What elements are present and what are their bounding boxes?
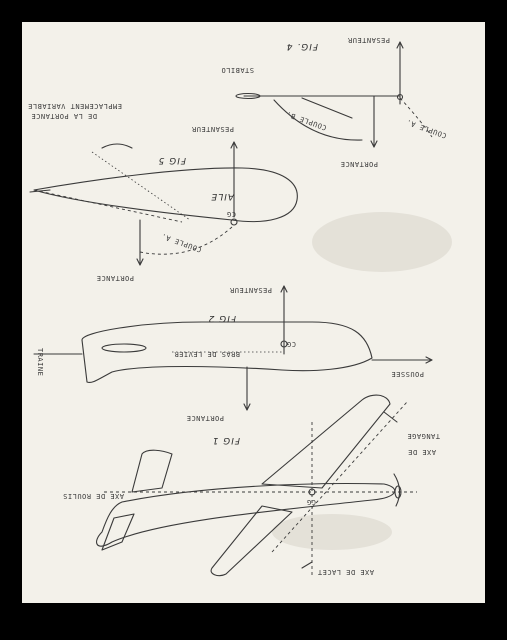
fig1-axe-tangage xyxy=(271,401,408,553)
fig4-pivot xyxy=(396,93,404,101)
fig5-hatch xyxy=(29,189,51,193)
fig5-arrowhead xyxy=(230,141,238,149)
fig1-tail-fin xyxy=(131,449,173,493)
fig4-label: FIG. 4 xyxy=(286,41,318,51)
fig1-axe-lacet-label: AXE DE LACET xyxy=(317,568,374,576)
fig5-variable-arc xyxy=(101,143,133,149)
fig2-arrowhead xyxy=(243,403,251,411)
fig1-cg-label: CG xyxy=(307,498,316,506)
fig5-chord-line xyxy=(33,189,183,223)
fig5-pesanteur-label: PESANTEUR xyxy=(191,125,234,133)
fig1-axe-tangage-label-2: TANGAGE xyxy=(407,432,440,440)
fig2-cg-label: CG xyxy=(287,340,296,348)
fig4-stabilo-label: STABILO xyxy=(221,66,254,74)
fig1-axe-roulis-label: AXE DE ROULIS xyxy=(63,492,124,500)
fig4-arrowhead xyxy=(396,41,404,49)
fig2-canopy xyxy=(101,343,147,353)
fig1-portance-label: PORTANCE xyxy=(186,414,224,422)
fig2-fuselage xyxy=(81,321,373,384)
fig5-cg-mark xyxy=(230,218,238,226)
fig2-label: FIG 2 xyxy=(208,313,236,323)
fig5-cg-label: CG xyxy=(227,210,236,218)
fig4-stabilo-shape xyxy=(235,92,261,100)
fig1-wing-lower xyxy=(210,505,293,577)
fig4-pesanteur-label: PESANTEUR xyxy=(347,36,390,44)
fig1-fuselage xyxy=(96,482,396,547)
fig2-pesanteur-label: PESANTEUR xyxy=(229,286,272,294)
figure-5: EMPLACEMENT VARIABLE DE LA PORTANCE FIG … xyxy=(28,102,298,282)
fig1-cg-mark xyxy=(308,488,316,496)
fig5-arrowhead xyxy=(136,258,144,266)
fig2-arrowhead xyxy=(280,285,288,293)
drawing-sheet: FIG. 4 PESANTEUR STABILO COUPLE A. COUPL… xyxy=(22,22,485,603)
fig4-portance-label: PORTANCE xyxy=(340,160,378,168)
fig4-arrowhead xyxy=(370,140,378,148)
fig5-couple-a-arc xyxy=(139,226,233,255)
fig5-couple-a-label: COUPLE A. xyxy=(160,232,203,254)
fig4-couple-b-arc xyxy=(273,99,363,141)
fig5-emplacement-label-2: DE LA PORTANCE xyxy=(31,112,97,120)
figure-2: PESANTEUR FIG 2 CG BRAS DE LEVIER TRAINE… xyxy=(33,285,433,411)
fig1-stabilizer xyxy=(101,513,135,551)
fig5-aile-label: AILE xyxy=(210,191,235,201)
fig1-propeller xyxy=(393,473,401,507)
paper-smudge xyxy=(272,514,392,550)
aero-forces-diagram: FIG. 4 PESANTEUR STABILO COUPLE A. COUPL… xyxy=(28,36,452,577)
fig5-wing-profile xyxy=(33,167,298,223)
fig2-traine-label: TRAINE xyxy=(36,348,44,376)
fig5-emplacement-label-1: EMPLACEMENT VARIABLE xyxy=(28,102,122,110)
fig4-couple-b-label: COUPLE B. xyxy=(285,110,328,132)
fig1-tangage-leader xyxy=(383,411,398,423)
fig5-portance-label: PORTANCE xyxy=(96,274,134,282)
fig5-label: FIG 5 xyxy=(158,155,186,165)
figure-4: FIG. 4 PESANTEUR STABILO COUPLE A. COUPL… xyxy=(221,36,448,168)
fig1-label: FIG 1 xyxy=(212,435,240,445)
fig1-axe-tangage-label-1: AXE DE xyxy=(408,448,436,456)
paper-smudge xyxy=(312,212,452,272)
fig4-couple-b-line xyxy=(301,97,353,119)
fig1-lacet-leader xyxy=(301,561,313,569)
figure-1: PORTANCE FIG 1 AXE DE TANGAGE AXE DE ROU… xyxy=(63,394,440,577)
fig2-arrowhead xyxy=(425,356,433,364)
fig2-cg-mark xyxy=(280,340,288,348)
fig2-bras-levier-label: BRAS DE LEVIER xyxy=(174,350,240,358)
fig2-poussee-label: POUSSEE xyxy=(391,370,424,378)
fig4-couple-a-label: COUPLE A. xyxy=(405,118,448,140)
fig1-wing-upper xyxy=(261,394,391,489)
